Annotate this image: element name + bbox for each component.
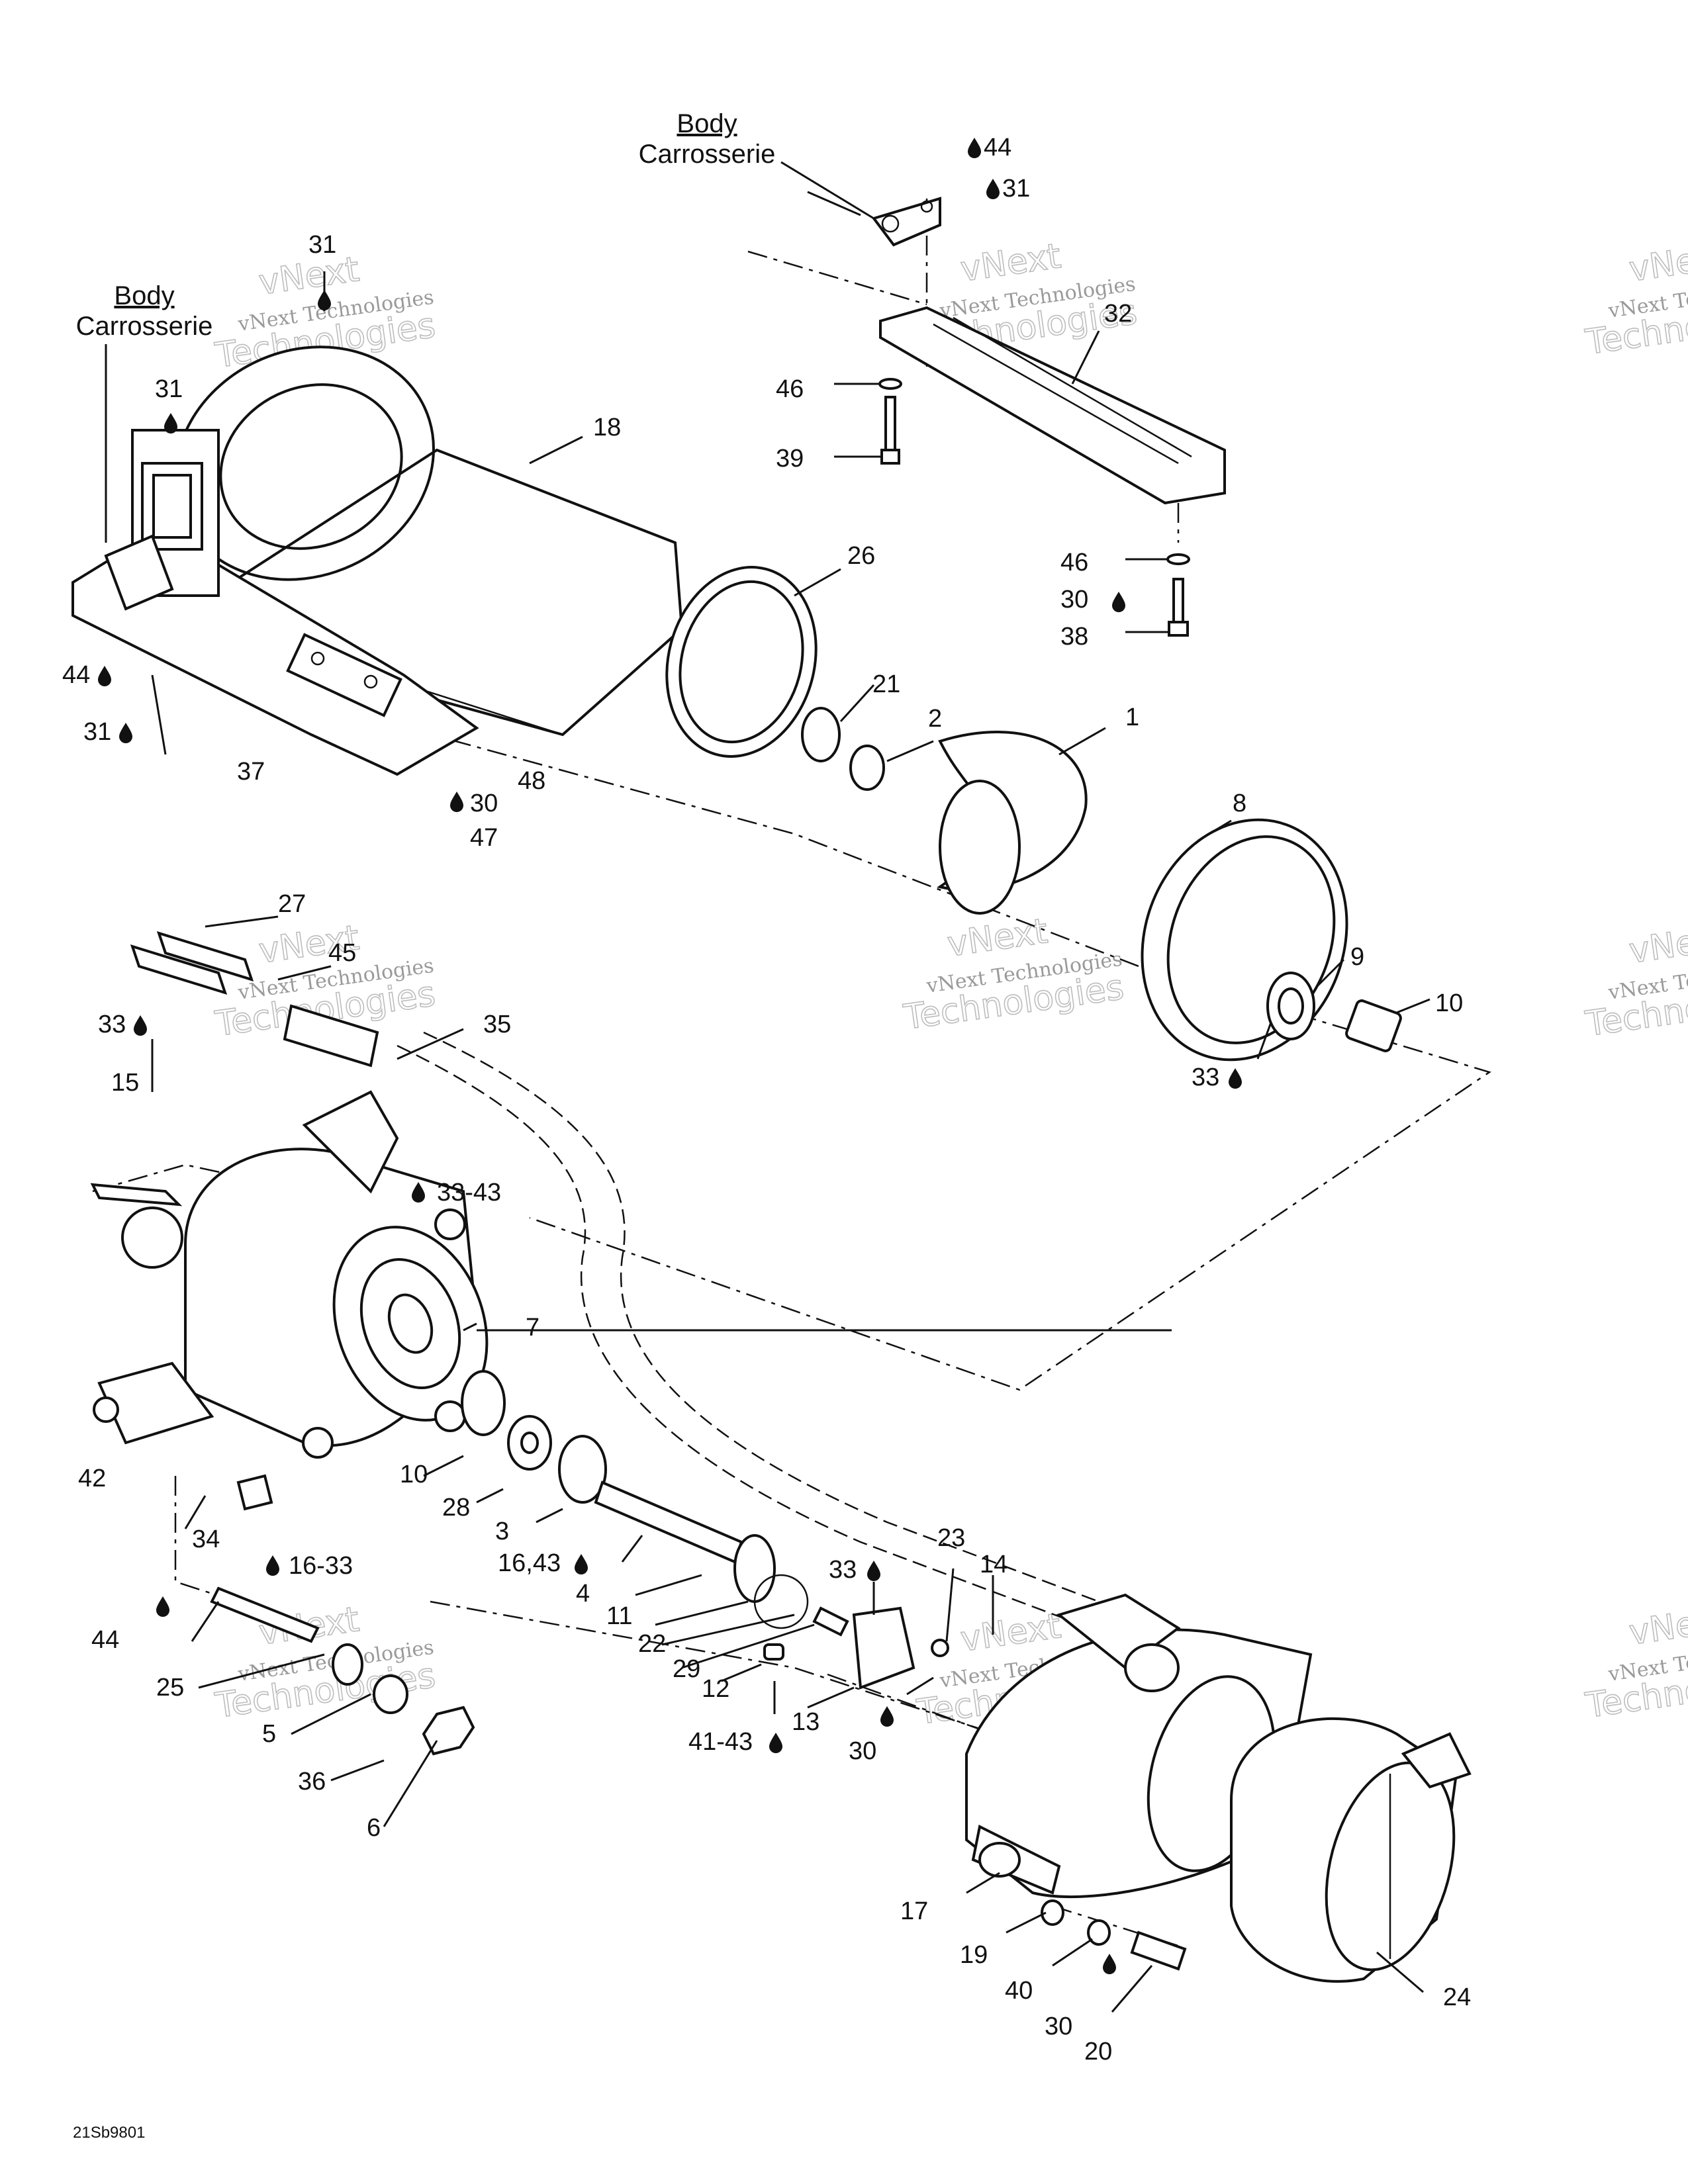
watermark-text: vNext	[1627, 918, 1688, 972]
body-label-left: Body Carrosserie	[76, 281, 213, 341]
drop-icon	[134, 1015, 147, 1036]
watermark-text: vNext	[1627, 1600, 1688, 1653]
callout-12: 12	[702, 1675, 729, 1703]
callout-labels: 44 31 32 46 39 46 30 38 31 31 18 26 44 3…	[62, 134, 1471, 2066]
callout-16-43: 16,43	[498, 1549, 561, 1577]
callout-38: 38	[1060, 623, 1088, 651]
callout-42: 42	[78, 1465, 106, 1492]
callout-20: 20	[1084, 2038, 1112, 2066]
callout-30: 30	[470, 790, 498, 817]
watermark-text: vNext	[959, 236, 1064, 290]
callout-11: 11	[606, 1602, 632, 1630]
callout-46: 46	[776, 375, 804, 403]
callout-22: 22	[638, 1630, 666, 1658]
drop-icon	[119, 723, 132, 743]
drop-icon	[1103, 1954, 1116, 1974]
callout-30: 30	[849, 1737, 876, 1765]
callout-14: 14	[980, 1551, 1008, 1578]
callout-4: 4	[576, 1580, 590, 1608]
callout-16-33: 16-33	[289, 1552, 353, 1580]
callout-30: 30	[1045, 2013, 1072, 2040]
body-label-fr: Carrosserie	[76, 312, 213, 341]
callout-9: 9	[1350, 943, 1364, 971]
drop-icon	[986, 179, 1000, 199]
callout-24: 24	[1443, 1983, 1471, 2011]
callout-33: 33	[98, 1011, 126, 1038]
callout-40: 40	[1005, 1977, 1033, 2005]
callout-18: 18	[593, 414, 621, 441]
drive-parts	[665, 566, 1402, 1062]
callout-27: 27	[278, 890, 306, 918]
callout-41-43: 41-43	[688, 1728, 753, 1756]
callout-13: 13	[792, 1708, 820, 1736]
drop-icon	[769, 1733, 782, 1753]
body-label-fr: Carrosserie	[639, 140, 776, 169]
callout-31: 31	[83, 718, 111, 746]
drop-icon	[266, 1555, 279, 1576]
callout-44: 44	[62, 661, 90, 689]
body-label-top: Body Carrosserie	[639, 109, 776, 169]
callout-23: 23	[937, 1524, 965, 1552]
callout-15: 15	[111, 1069, 139, 1097]
drop-icon	[968, 138, 981, 158]
support-bracket-32	[871, 197, 1226, 637]
drop-icon	[575, 1554, 588, 1574]
callout-31: 31	[155, 375, 183, 403]
callout-21: 21	[872, 670, 900, 698]
callout-10: 10	[1435, 989, 1463, 1017]
callout-33-43: 33-43	[437, 1179, 501, 1206]
callout-45: 45	[328, 939, 356, 967]
callout-3: 3	[495, 1518, 509, 1545]
callout-6: 6	[367, 1814, 381, 1842]
callout-2: 2	[928, 705, 942, 733]
shaft-parts	[210, 1370, 949, 1756]
callout-39: 39	[776, 445, 804, 473]
callout-44: 44	[91, 1626, 119, 1654]
watermark-text: vNext	[945, 911, 1051, 965]
drop-icon	[98, 666, 111, 686]
drop-icon	[1112, 592, 1125, 612]
drop-icon	[880, 1706, 894, 1727]
callout-8: 8	[1233, 790, 1246, 817]
callout-29: 29	[673, 1655, 700, 1683]
callout-31: 31	[1002, 175, 1030, 203]
callout-46: 46	[1060, 549, 1088, 576]
callout-25: 25	[156, 1674, 184, 1702]
callout-31: 31	[308, 231, 336, 259]
body-label-en: Body	[677, 109, 737, 138]
callout-34: 34	[192, 1525, 220, 1553]
callout-5: 5	[262, 1720, 276, 1748]
callout-44: 44	[984, 134, 1011, 161]
callout-26: 26	[847, 542, 875, 570]
watermark-text: vNext	[1627, 236, 1688, 290]
callout-48: 48	[518, 767, 545, 795]
watermark-text: vNext	[959, 1606, 1064, 1660]
callout-28: 28	[442, 1494, 470, 1522]
callout-33: 33	[829, 1556, 857, 1584]
callout-19: 19	[960, 1941, 988, 1969]
callout-33: 33	[1192, 1064, 1219, 1091]
callout-1: 1	[1125, 704, 1139, 731]
drop-icon	[450, 792, 463, 812]
callout-7: 7	[526, 1314, 539, 1342]
drawing-code: 21Sb9801	[73, 2124, 145, 2142]
callout-30: 30	[1060, 586, 1088, 614]
callout-17: 17	[900, 1897, 928, 1925]
drop-icon	[156, 1596, 169, 1617]
venturi-nozzle	[965, 1593, 1472, 1983]
pump-housing-7	[90, 931, 489, 1511]
callout-37: 37	[237, 758, 265, 786]
callout-32: 32	[1104, 300, 1132, 328]
callout-47: 47	[470, 824, 498, 852]
drop-icon	[164, 413, 177, 433]
callout-35: 35	[483, 1011, 511, 1038]
support-frame-18	[71, 345, 684, 776]
drop-icon	[1229, 1068, 1242, 1089]
callout-36: 36	[298, 1768, 326, 1796]
body-label-en: Body	[114, 281, 174, 310]
drop-icon	[867, 1561, 880, 1581]
callout-10: 10	[400, 1461, 428, 1488]
